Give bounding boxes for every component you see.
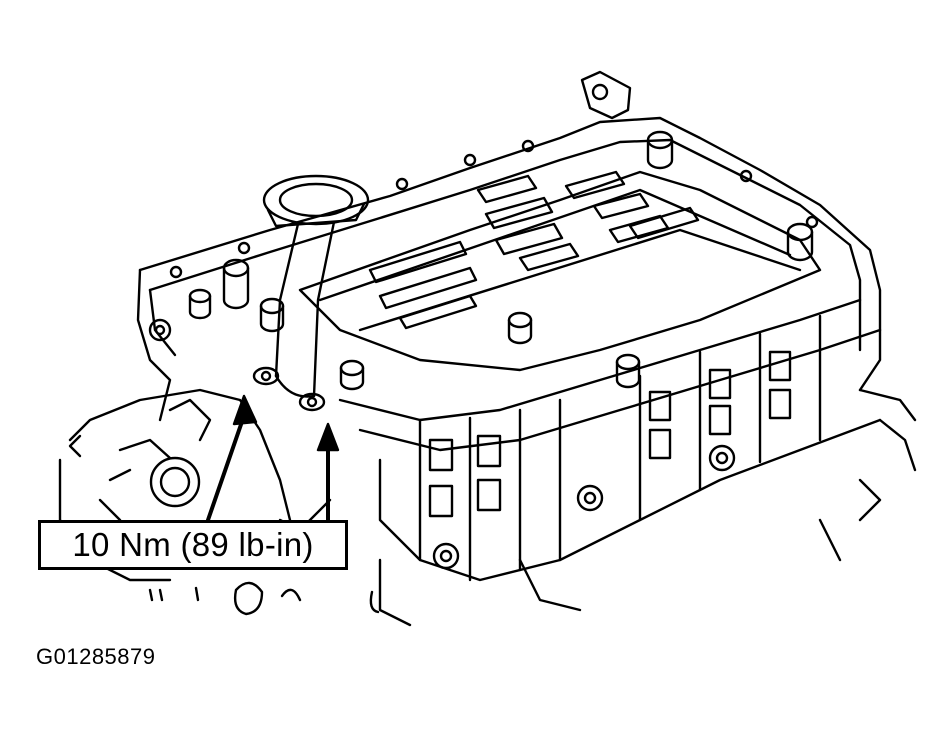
bolt-icon	[646, 130, 674, 170]
arrow-icon	[206, 394, 258, 522]
bolt-icon	[188, 288, 212, 320]
housing-flange	[136, 70, 882, 422]
bolt-icon	[507, 311, 533, 345]
figure-id: G01285879	[36, 644, 156, 669]
bolt-icon	[786, 222, 814, 262]
block-right-edge	[818, 388, 917, 562]
tube-bolt-right	[298, 392, 326, 412]
arrow-icon	[316, 422, 340, 522]
bolt-icon	[615, 353, 641, 389]
lower-block	[148, 298, 882, 627]
torque-callout: 10 Nm (89 lb-in)	[38, 520, 348, 570]
cap-bolts	[188, 130, 814, 391]
torque-label: 10 Nm (89 lb-in)	[72, 526, 314, 563]
bolt-icon	[339, 359, 365, 391]
bolt-icon	[259, 297, 285, 333]
tube-icon	[262, 174, 370, 398]
tube-bolt-left	[252, 366, 280, 386]
bolt-icon	[222, 258, 250, 310]
baffle-plate	[298, 170, 822, 372]
